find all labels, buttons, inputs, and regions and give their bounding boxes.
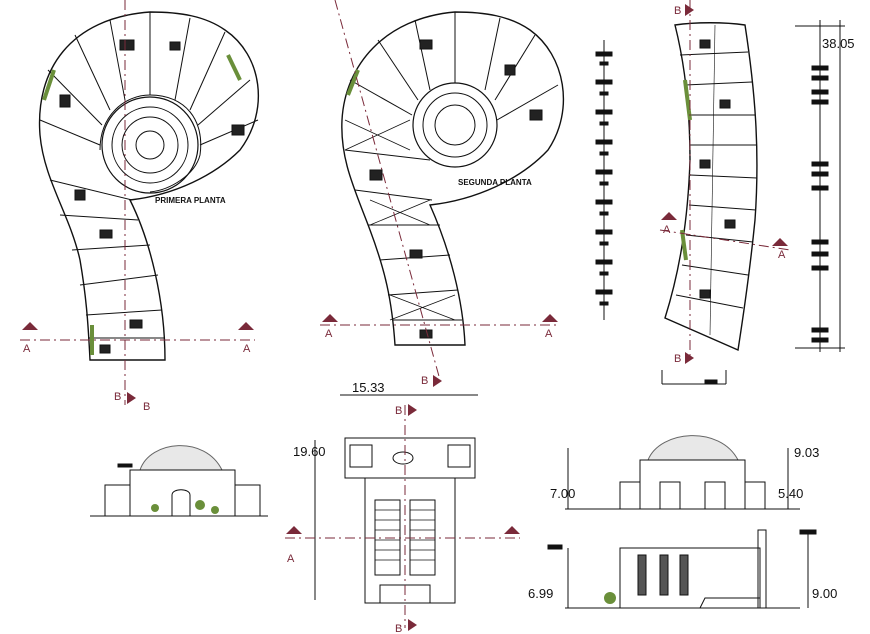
chapel-elevation-large — [565, 435, 800, 510]
section-a-label: A — [287, 553, 295, 565]
second-floor-label: SEGUNDA PLANTA — [458, 178, 532, 187]
section-b-label: B — [421, 375, 428, 387]
section-b-label: B — [143, 401, 150, 413]
section-a-label: A — [325, 328, 333, 340]
dimension-strip-1 — [595, 40, 613, 320]
section-b-label: B — [114, 391, 121, 403]
chapel-section — [547, 529, 817, 609]
scale-bar — [661, 370, 727, 385]
section-a-label: A — [243, 343, 251, 355]
dim-section-right: 9.00 — [812, 586, 837, 601]
first-floor-label: PRIMERA PLANTA — [155, 196, 226, 205]
dim-right-height: 5.40 — [778, 486, 803, 501]
section-a-marker — [238, 322, 254, 330]
dim-left-height: 7.00 — [550, 486, 575, 501]
section-a-marker — [22, 322, 38, 330]
dim-elevation-height: 38.05 — [822, 36, 855, 51]
chapel-elevation-small — [90, 445, 268, 517]
section-b-label: B — [674, 5, 681, 17]
plan1-section-lines — [20, 0, 255, 405]
dim-dome-height: 9.03 — [794, 445, 819, 460]
curved-wing-plan — [664, 22, 758, 352]
section-b-label: B — [395, 623, 402, 634]
plan2-section-lines — [320, 0, 560, 387]
dim-chapel-length: 19.60 — [293, 444, 326, 459]
section-b-label: B — [674, 353, 681, 365]
section-b-label: B — [395, 405, 402, 417]
dimension-strip-2 — [795, 20, 845, 352]
section-a-label: A — [23, 343, 31, 355]
section-a-label: A — [545, 328, 553, 340]
dim-section-left: 6.99 — [528, 586, 553, 601]
second-floor-plan — [341, 11, 565, 346]
section-a-label: A — [663, 224, 671, 236]
dim-chapel-width: 15.33 — [352, 380, 385, 395]
chapel-section-lines — [285, 404, 520, 631]
section-a-label: A — [778, 249, 786, 261]
first-floor-plan — [38, 11, 259, 361]
section-b-marker — [127, 392, 136, 404]
chapel-plan — [314, 394, 478, 604]
wing-section-lines — [659, 0, 791, 364]
